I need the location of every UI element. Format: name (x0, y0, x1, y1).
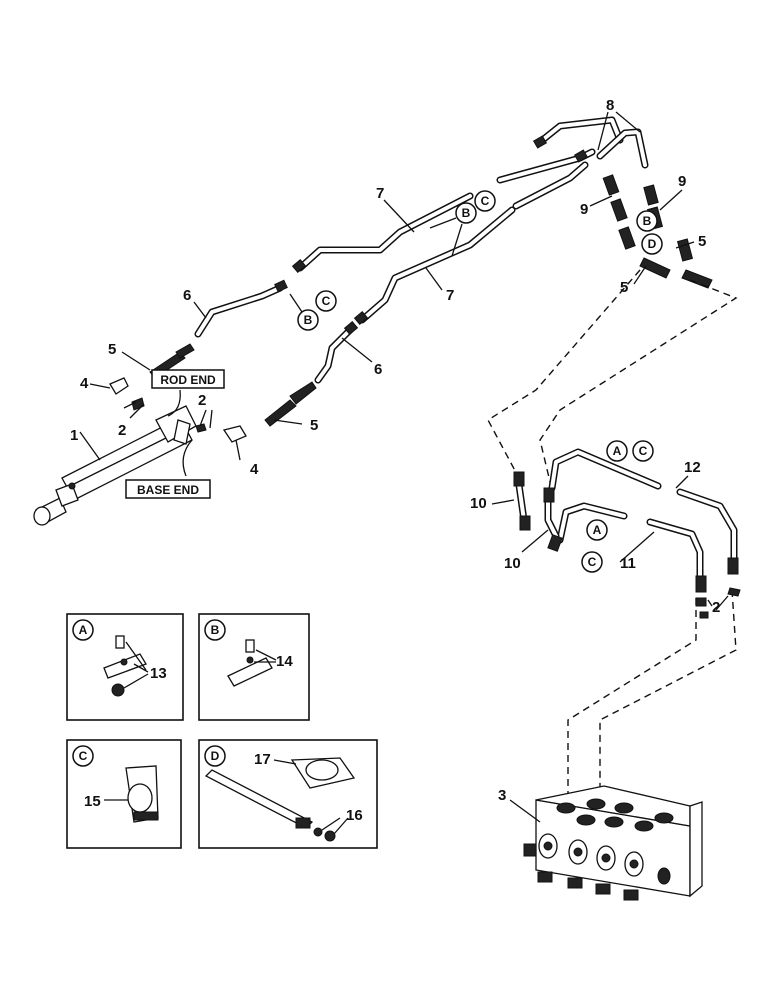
part-number-12: 12 (684, 459, 701, 476)
detail-box-a: A (66, 613, 184, 721)
valve-hydraulic-lines (513, 448, 741, 619)
base-end-tag: BASE END (125, 439, 211, 499)
detail-box-d: D (198, 739, 378, 849)
part-number-7: 7 (446, 287, 454, 304)
control-valve (523, 785, 703, 901)
part-number-6: 6 (374, 361, 382, 378)
part-number-3: 3 (498, 787, 506, 804)
rod-end-tag: ROD END (151, 369, 225, 417)
valve-ports (556, 798, 674, 832)
detail-d-letter: D (211, 749, 220, 763)
part-number-labels: 1 2 2 2 3 4 4 5 5 5 5 6 6 7 7 8 9 9 10 1… (70, 97, 720, 824)
cylinder-hydraulic-lines (109, 116, 713, 443)
part-number-15: 15 (84, 793, 101, 810)
part-number-1: 1 (70, 427, 78, 444)
callout-circles: B C B C B D A C A C (289, 190, 663, 573)
callout-a: A (593, 523, 602, 537)
part-number-11: 11 (620, 555, 636, 572)
part-number-5: 5 (108, 341, 116, 358)
detail-b-letter: B (211, 623, 220, 637)
hydraulic-cylinder (33, 405, 197, 526)
leader-lines (79, 111, 729, 823)
part-number-7: 7 (376, 185, 384, 202)
part-number-2: 2 (198, 392, 206, 409)
part-number-10: 10 (470, 495, 487, 512)
callout-c: C (481, 194, 490, 208)
detail-a-letter: A (79, 623, 88, 637)
callout-b: B (462, 206, 471, 220)
part-number-2: 2 (712, 599, 720, 616)
valve-spools (537, 833, 644, 901)
callout-c: C (639, 444, 648, 458)
part-number-6: 6 (183, 287, 191, 304)
part-number-5: 5 (698, 233, 706, 250)
part-number-4: 4 (250, 461, 259, 478)
callout-d: D (648, 237, 657, 251)
part-number-16: 16 (346, 807, 363, 824)
rod-end-label: ROD END (160, 373, 216, 387)
callout-b: B (304, 313, 313, 327)
detail-box-b: B (198, 613, 310, 721)
callout-c: C (588, 555, 597, 569)
part-number-8: 8 (606, 97, 614, 114)
part-number-10: 10 (504, 555, 521, 572)
dashed-connection-lines (487, 269, 738, 800)
base-end-label: BASE END (137, 483, 199, 497)
part-number-13: 13 (150, 665, 167, 682)
detail-box-c: C (66, 739, 182, 849)
part-number-14: 14 (276, 653, 293, 670)
part-number-9: 9 (580, 201, 588, 218)
part-number-9: 9 (678, 173, 686, 190)
part-number-4: 4 (80, 375, 89, 392)
callout-b: B (643, 214, 652, 228)
detail-c-letter: C (79, 749, 88, 763)
part-number-2: 2 (118, 422, 126, 439)
callout-c: C (322, 294, 331, 308)
part-number-5: 5 (310, 417, 318, 434)
part-number-17: 17 (254, 751, 271, 768)
callout-a: A (613, 444, 622, 458)
part-number-5: 5 (620, 279, 628, 296)
